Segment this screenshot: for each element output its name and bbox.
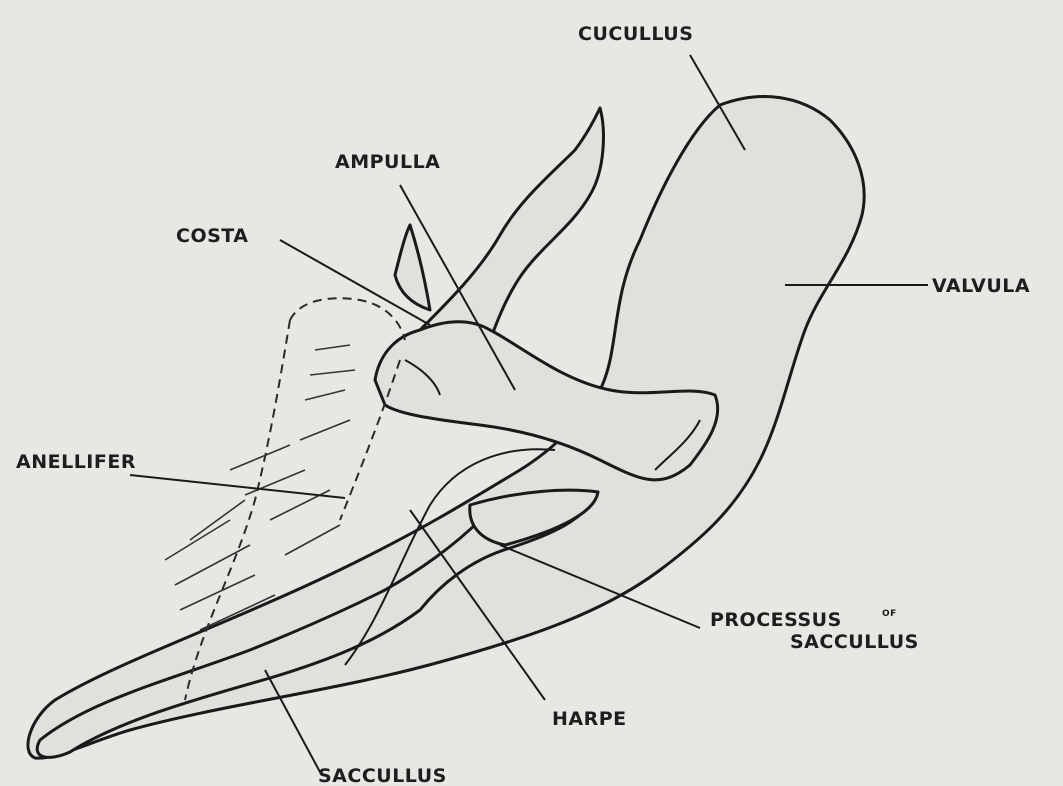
label-ampulla: AMPULLA <box>335 151 440 173</box>
valvula-shape <box>28 97 864 759</box>
label-processus-of: OF <box>882 609 897 619</box>
label-valvula: VALVULA <box>932 275 1030 297</box>
label-cucullus: CUCULLUS <box>578 23 693 45</box>
leader-anellifer <box>130 475 345 498</box>
label-anellifer: ANELLIFER <box>16 451 136 473</box>
label-costa: COSTA <box>176 225 248 247</box>
label-processus-line2: SACCULLUS <box>790 631 919 653</box>
label-saccullus: SACCULLUS <box>318 765 447 786</box>
label-processus-line1: PROCESSUS <box>710 609 842 631</box>
label-harpe: HARPE <box>552 708 627 730</box>
costa-spike <box>395 225 430 310</box>
anellifer-dashed-outline <box>290 298 405 340</box>
